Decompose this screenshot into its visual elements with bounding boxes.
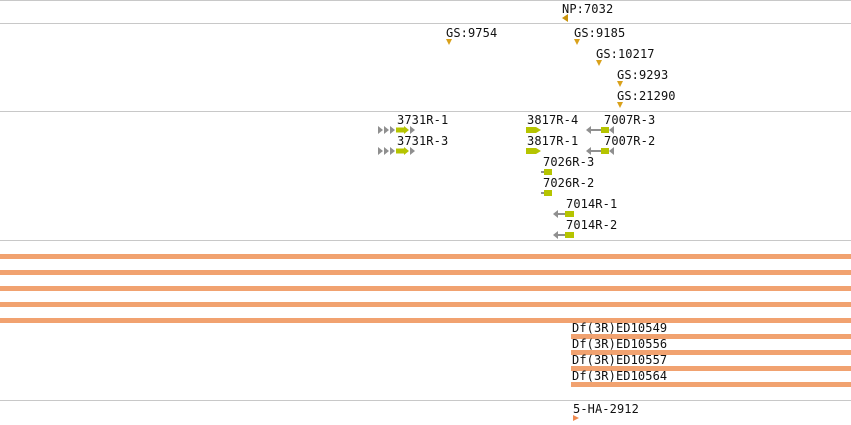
rnai-feature-glyph[interactable] (586, 147, 620, 155)
rnai-feature-glyph[interactable] (526, 126, 546, 134)
deficiency-band[interactable] (0, 302, 851, 307)
track-separator (0, 400, 851, 401)
track-separator (0, 23, 851, 24)
gs-feature-label[interactable]: GS:9185 (574, 26, 626, 40)
rnai-feature-label[interactable]: 3731R-1 (397, 113, 449, 127)
gs-feature-marker[interactable] (617, 102, 623, 108)
rnai-feature-glyph[interactable] (378, 126, 418, 134)
track-separator (0, 111, 851, 112)
deficiency-label[interactable]: Df(3R)ED10549 (572, 321, 668, 335)
rnai-feature-label[interactable]: 7007R-2 (604, 134, 656, 148)
deficiency-band[interactable] (0, 270, 851, 275)
rnai-feature-label[interactable]: 3817R-4 (527, 113, 579, 127)
deficiency-bar[interactable] (571, 350, 851, 355)
rnai-feature-glyph[interactable] (526, 147, 546, 155)
rnai-feature-glyph[interactable] (541, 189, 555, 197)
track-separator (0, 0, 851, 1)
gs-feature-marker[interactable] (446, 39, 452, 45)
rnai-feature-label[interactable]: 7007R-3 (604, 113, 656, 127)
rnai-feature-glyph[interactable] (541, 168, 555, 176)
rnai-feature-glyph[interactable] (586, 126, 620, 134)
deficiency-band[interactable] (0, 318, 851, 323)
deficiency-bar[interactable] (571, 366, 851, 371)
deficiency-bar[interactable] (571, 382, 851, 387)
rnai-feature-label[interactable]: 7014R-1 (566, 197, 618, 211)
rnai-feature-glyph[interactable] (378, 147, 418, 155)
gs-feature-label[interactable]: GS:9293 (617, 68, 669, 82)
track-separator (0, 240, 851, 241)
rnai-feature-label[interactable]: 7014R-2 (566, 218, 618, 232)
np-feature-marker[interactable] (562, 14, 568, 22)
deficiency-band[interactable] (0, 254, 851, 259)
gs-feature-marker[interactable] (574, 39, 580, 45)
gs-feature-label[interactable]: GS:9754 (446, 26, 498, 40)
rnai-feature-glyph[interactable] (553, 210, 577, 218)
gs-feature-label[interactable]: GS:21290 (617, 89, 676, 103)
gs-feature-label[interactable]: GS:10217 (596, 47, 655, 61)
gs-feature-marker[interactable] (596, 60, 602, 66)
deficiency-label[interactable]: Df(3R)ED10556 (572, 337, 668, 351)
rnai-feature-label[interactable]: 3817R-1 (527, 134, 579, 148)
rnai-feature-label[interactable]: 7026R-3 (543, 155, 595, 169)
np-feature-label[interactable]: NP:7032 (562, 2, 614, 16)
rnai-feature-glyph[interactable] (553, 231, 577, 239)
deficiency-label[interactable]: Df(3R)ED10564 (572, 369, 668, 383)
deficiency-label[interactable]: Df(3R)ED10557 (572, 353, 668, 367)
deficiency-band[interactable] (0, 286, 851, 291)
gs-feature-marker[interactable] (617, 81, 623, 87)
other-feature-label[interactable]: 5-HA-2912 (573, 402, 639, 416)
other-feature-marker[interactable] (573, 415, 579, 421)
deficiency-bar[interactable] (571, 334, 851, 339)
rnai-feature-label[interactable]: 7026R-2 (543, 176, 595, 190)
rnai-feature-label[interactable]: 3731R-3 (397, 134, 449, 148)
